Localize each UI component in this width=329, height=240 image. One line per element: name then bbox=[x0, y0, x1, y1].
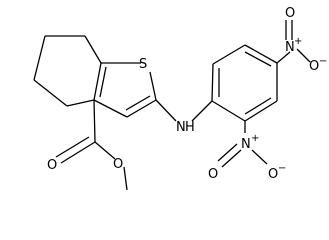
atom-label-n-amine: N bbox=[176, 120, 186, 135]
charge-label-n-para: + bbox=[294, 36, 302, 47]
charge-label-o-ortho: − bbox=[278, 163, 286, 174]
atom-label-n-para: N bbox=[285, 40, 295, 55]
thiophene-ring bbox=[93, 62, 157, 118]
methyl-ester-group bbox=[55, 99, 128, 191]
atom-label-o-para-top: O bbox=[285, 6, 295, 21]
atom-label-o-ortho-minus: O bbox=[268, 167, 278, 182]
amine-linker bbox=[155, 99, 213, 122]
ortho-nitro-group bbox=[217, 121, 268, 168]
molecule-structure-diagram: S N H N + O O − N + O O − O O bbox=[33, 6, 327, 191]
charge-label-o-para: − bbox=[319, 56, 327, 67]
para-nitro-group bbox=[276, 20, 311, 64]
atom-label-o-carbonyl: O bbox=[47, 158, 57, 173]
atom-label-o-ortho-top: O bbox=[208, 167, 218, 182]
atom-label-n-ortho: N bbox=[241, 137, 251, 152]
atom-label-h-amine: H bbox=[185, 120, 195, 135]
atom-label-o-ester: O bbox=[113, 157, 123, 172]
dinitrophenyl-ring bbox=[211, 44, 278, 122]
cyclopentane-ring bbox=[33, 35, 102, 107]
atom-label-s: S bbox=[139, 57, 147, 72]
atom-label-o-para-minus: O bbox=[309, 59, 319, 74]
charge-label-n-ortho: + bbox=[251, 133, 259, 144]
